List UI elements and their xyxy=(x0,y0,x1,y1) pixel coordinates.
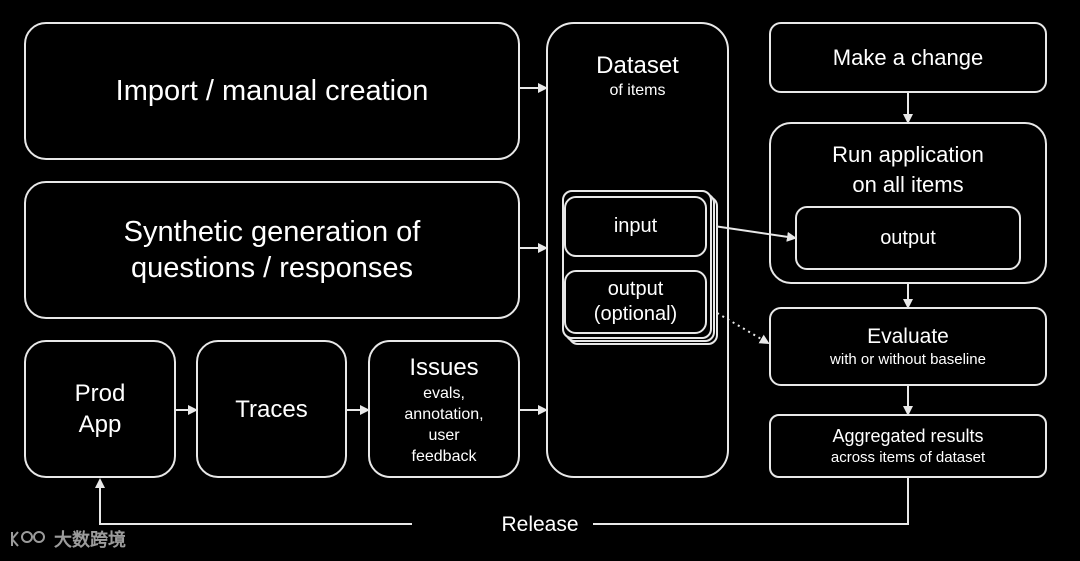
release-label-row: Release xyxy=(0,512,1080,537)
release-line-right xyxy=(526,478,909,525)
run-output-box: output xyxy=(795,206,1021,270)
make-change-box: Make a change xyxy=(769,22,1047,93)
dataset-box: Dataset of items xyxy=(546,22,729,478)
arrow-input-to-output xyxy=(706,224,797,242)
import-label: Import / manual creation xyxy=(115,75,429,107)
arrow-output-to-evaluate xyxy=(711,309,770,345)
dataset-subtitle: of items xyxy=(609,82,666,99)
watermark: 大数跨境 xyxy=(10,526,126,552)
aggregated-subtitle: across items of dataset xyxy=(830,448,986,466)
run-application-box: Run application on all items xyxy=(769,122,1047,284)
make-change-label: Make a change xyxy=(832,45,984,70)
dataset-title: Dataset xyxy=(596,52,679,79)
dataset-input-box: input xyxy=(564,196,707,257)
traces-label: Traces xyxy=(235,395,308,423)
prod-app-box: Prod App xyxy=(24,340,176,478)
aggregated-title: Aggregated results xyxy=(832,425,984,446)
run-output-label: output xyxy=(880,226,936,249)
issues-box: Issues evals, annotation, user feedback xyxy=(368,340,520,478)
import-manual-creation-box: Import / manual creation xyxy=(24,22,520,160)
watermark-logo-icon xyxy=(11,531,45,547)
dataset-output-box: output (optional) xyxy=(564,270,707,334)
issues-title: Issues xyxy=(409,353,479,381)
release-line-left xyxy=(95,478,412,525)
traces-box: Traces xyxy=(196,340,347,478)
prod-app-label: Prod App xyxy=(74,380,126,438)
run-application-label: Run application on all items xyxy=(832,142,984,197)
evaluate-subtitle: with or without baseline xyxy=(830,350,986,368)
dataset-output-label: output (optional) xyxy=(593,278,678,325)
issues-subtitle: evals, annotation, user feedback xyxy=(404,384,484,465)
evaluate-title: Evaluate xyxy=(867,324,949,348)
release-label: Release xyxy=(487,513,593,536)
synthetic-generation-box: Synthetic generation of questions / resp… xyxy=(24,181,520,319)
synthetic-label: Synthetic generation of questions / resp… xyxy=(123,216,421,284)
dataset-input-label: input xyxy=(613,215,658,237)
evaluate-box: Evaluate with or without baseline xyxy=(769,307,1047,386)
aggregated-results-box: Aggregated results across items of datas… xyxy=(769,414,1047,478)
watermark-text: 大数跨境 xyxy=(54,530,126,551)
